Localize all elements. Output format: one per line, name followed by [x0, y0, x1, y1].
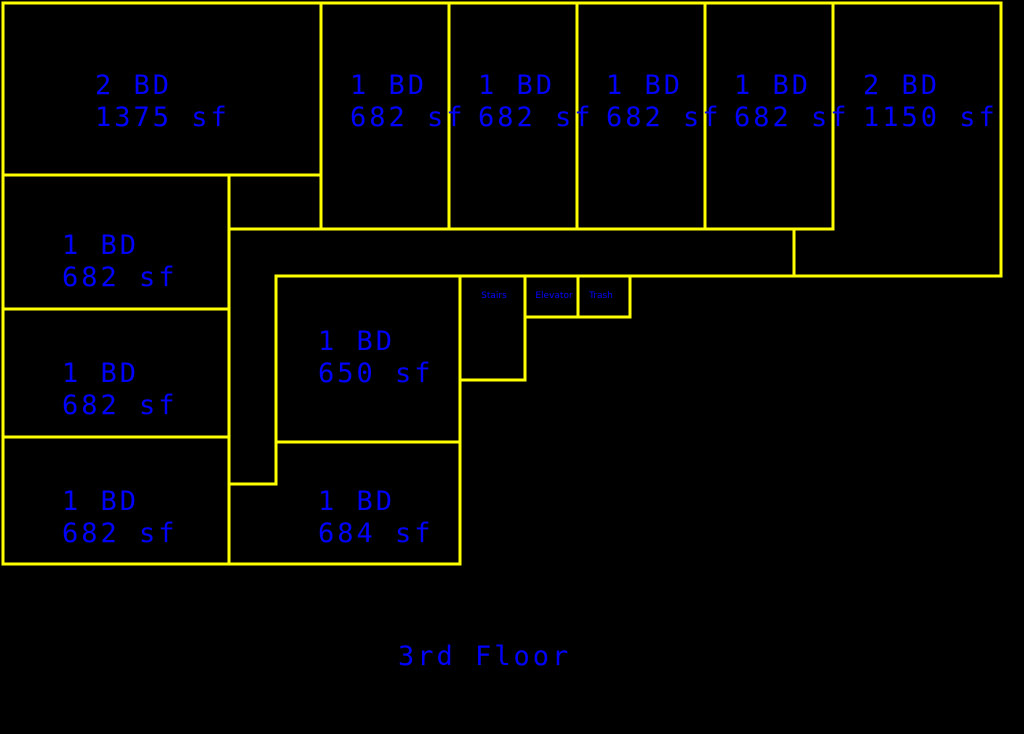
unit-area: 682 sf: [606, 102, 722, 133]
unit-area: 682 sf: [62, 390, 178, 421]
unit-type: 1 BD: [734, 70, 811, 101]
unit-area: 682 sf: [734, 102, 850, 133]
trash-outline: [576, 274, 632, 319]
unit-area: 1375 sf: [95, 102, 230, 133]
unit-outline-1bd-684: [227, 440, 462, 566]
unit-outline-2bd-1150: [792, 1, 1003, 278]
unit-area: 684 sf: [318, 518, 434, 549]
unit-area: 682 sf: [62, 262, 178, 293]
unit-area: 1150 sf: [863, 102, 998, 133]
unit-area: 650 sf: [318, 358, 434, 389]
unit-area: 682 sf: [62, 518, 178, 549]
unit-type: 2 BD: [95, 70, 172, 101]
unit-type: 1 BD: [318, 486, 395, 517]
walls: [1, 1, 1003, 566]
unit-type: 1 BD: [62, 230, 139, 261]
unit-type: 1 BD: [606, 70, 683, 101]
corridor-wall-vertical: [227, 274, 278, 486]
unit-type: 1 BD: [478, 70, 555, 101]
unit-type: 2 BD: [863, 70, 940, 101]
unit-area: 682 sf: [478, 102, 594, 133]
unit-type: 1 BD: [318, 326, 395, 357]
unit-type: 1 BD: [62, 486, 139, 517]
stairs-outline: [458, 274, 527, 382]
stairs-label: Stairs: [481, 291, 507, 301]
trash-label: Trash: [588, 291, 613, 301]
utility-labels: Stairs Elevator Trash: [481, 291, 613, 301]
elevator-label: Elevator: [535, 291, 573, 301]
unit-type: 1 BD: [350, 70, 427, 101]
unit-area: 682 sf: [350, 102, 466, 133]
floor-label: 3rd Floor: [398, 641, 571, 672]
unit-type: 1 BD: [62, 358, 139, 389]
